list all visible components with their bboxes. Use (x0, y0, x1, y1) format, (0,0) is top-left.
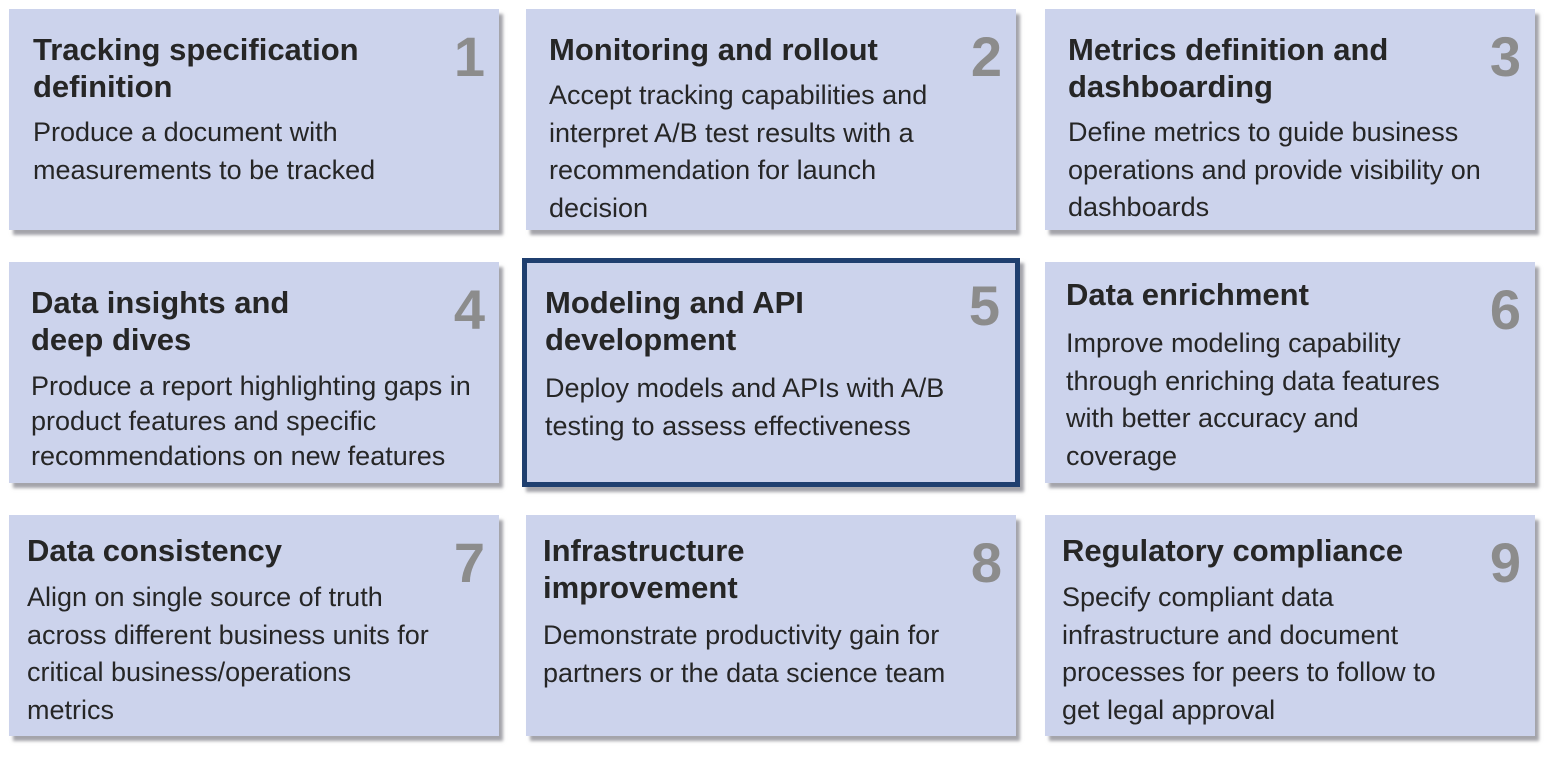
card-title: Regulatory compliance (1062, 533, 1404, 568)
card-number: 1 (453, 25, 485, 88)
card-number: 3 (1489, 25, 1521, 88)
card-description: Accept tracking capabilities and interpr… (549, 80, 928, 223)
card-title: Data insights and deep dives (31, 285, 290, 357)
card-infrastructure-improvement: Infrastructure improvement Demonstrate p… (526, 515, 1016, 736)
card-tracking-specification: Tracking specification definition Produc… (9, 9, 499, 230)
card-description: Improve modeling capability through enri… (1066, 328, 1440, 471)
card-modeling-api: Modeling and API development Deploy mode… (522, 258, 1020, 487)
card-description: Align on single source of truth across d… (27, 582, 429, 725)
card-title: Infrastructure improvement (543, 533, 745, 605)
card-data-insights: Data insights and deep dives Produce a r… (9, 262, 499, 483)
card-data-enrichment: Data enrichment Improve modeling capabil… (1045, 262, 1535, 483)
card-number: 8 (970, 531, 1002, 594)
card-number: 5 (968, 274, 1000, 337)
card-description: Demonstrate productivity gain for partne… (543, 620, 946, 688)
card-number: 6 (1489, 278, 1521, 341)
card-number: 7 (453, 531, 485, 594)
card-title: Data enrichment (1066, 277, 1309, 312)
card-title: Tracking specification definition (33, 32, 359, 104)
card-number: 2 (970, 25, 1002, 88)
card-number: 9 (1489, 531, 1521, 594)
card-description: Deploy models and APIs with A/B testing … (545, 373, 945, 441)
card-metrics-dashboarding: Metrics definition and dashboarding Defi… (1045, 9, 1535, 230)
card-title: Data consistency (27, 533, 282, 568)
card-title: Modeling and API development (545, 285, 804, 357)
card-monitoring-rollout: Monitoring and rollout Accept tracking c… (526, 9, 1016, 230)
card-description: Specify compliant data infrastructure an… (1062, 582, 1436, 725)
card-title: Metrics definition and dashboarding (1068, 32, 1389, 104)
card-description: Define metrics to guide business operati… (1068, 117, 1481, 222)
card-description: Produce a report highlighting gaps in pr… (31, 371, 471, 471)
card-regulatory-compliance: Regulatory compliance Specify compliant … (1045, 515, 1535, 736)
card-description: Produce a document with measurements to … (33, 117, 376, 185)
card-number: 4 (453, 278, 485, 341)
card-title: Monitoring and rollout (549, 32, 878, 67)
card-data-consistency: Data consistency Align on single source … (9, 515, 499, 736)
